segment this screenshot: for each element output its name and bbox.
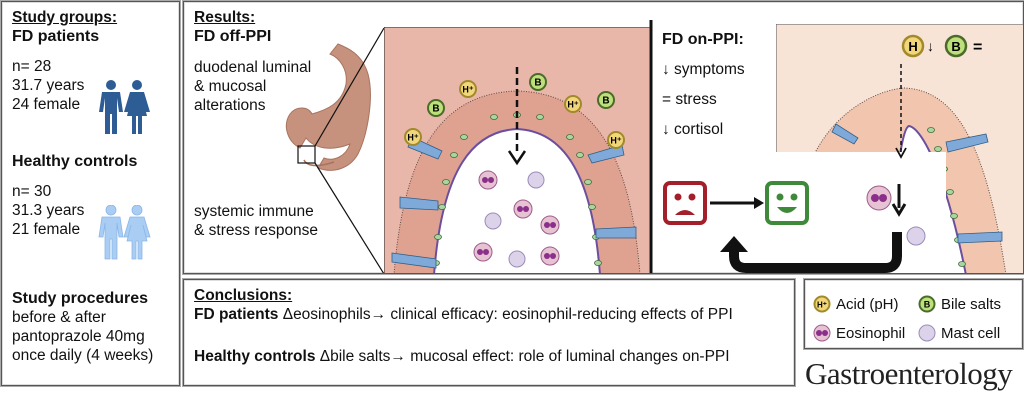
svg-text:B: B xyxy=(951,39,960,54)
legend-eosinophil: Eosinophil xyxy=(813,324,905,342)
symptom-feedback xyxy=(663,181,926,273)
svg-text:H⁺: H⁺ xyxy=(567,100,578,110)
study-groups-panel: Study groups: FD patients n= 28 31.7 yea… xyxy=(1,1,180,386)
hc-people-icon xyxy=(98,205,151,260)
healthy-controls-title: Healthy controls xyxy=(12,153,138,170)
legend-acid: H⁺ Acid (pH) xyxy=(813,295,899,313)
sad-face-icon xyxy=(663,181,707,225)
conclusion-group: FD patients xyxy=(194,306,279,323)
svg-text:H⁺: H⁺ xyxy=(407,133,418,143)
procedure-line: before & after xyxy=(12,309,106,326)
conclusions-heading: Conclusions: xyxy=(194,287,293,304)
procedure-line: once daily (4 weeks) xyxy=(12,347,154,364)
svg-text:H⁺: H⁺ xyxy=(817,301,827,310)
fd-off-ppi-title: FD off-PPI xyxy=(194,28,272,45)
svg-text:H⁺: H⁺ xyxy=(610,136,621,146)
legend-bile: B Bile salts xyxy=(918,295,1001,313)
off-text: alterations xyxy=(194,97,266,114)
luminal-particles: H⁺ H⁺ H⁺ H⁺ B B B xyxy=(404,73,625,149)
villus-on-ppi: H ↓ B = xyxy=(776,24,1023,273)
mast-cell-icon xyxy=(918,324,936,342)
fd-female: 24 female xyxy=(12,96,81,113)
acid-icon: H⁺ xyxy=(813,295,831,313)
hc-age: 31.3 years xyxy=(12,202,85,219)
conclusion-row: FD patients Δeosinophils→ clinical effic… xyxy=(194,305,733,324)
off-text: duodenal luminal xyxy=(194,59,312,76)
cells xyxy=(473,170,560,268)
fd-age: 31.7 years xyxy=(12,77,85,94)
study-procedures-title: Study procedures xyxy=(12,290,149,307)
off-text: & mucosal xyxy=(194,78,267,95)
svg-text:B: B xyxy=(602,96,609,107)
legend-mast-cell: Mast cell xyxy=(918,324,1000,342)
fd-n: n= 28 xyxy=(12,58,52,75)
results-heading: Results: xyxy=(194,9,256,26)
procedure-line: pantoprazole 40mg xyxy=(12,328,145,345)
on-ppi-line: = stress xyxy=(662,91,717,108)
off-text: systemic immune xyxy=(194,203,314,220)
happy-face-icon xyxy=(765,181,809,225)
hc-n: n= 30 xyxy=(12,183,52,200)
eosinophil-icon xyxy=(866,185,892,211)
fd-people-icon xyxy=(99,80,150,134)
bile-icon: B xyxy=(918,295,936,313)
conclusions-panel: Conclusions: FD patients Δeosinophils→ c… xyxy=(183,279,795,386)
svg-text:B: B xyxy=(432,104,439,115)
zoom-lines xyxy=(314,20,653,273)
fd-patients-title: FD patients xyxy=(12,28,100,45)
fd-on-ppi-title: FD on-PPI: xyxy=(662,31,744,48)
study-groups-heading: Study groups: xyxy=(12,9,118,26)
on-acid-change: ↓ xyxy=(927,38,934,54)
off-text: & stress response xyxy=(194,222,319,239)
conclusion-text: Δeosinophils→ clinical efficacy: eosinop… xyxy=(278,306,733,323)
eosinophil-icon xyxy=(813,324,831,342)
svg-text:B: B xyxy=(534,78,541,89)
conclusion-text: Δbile salts→ mucosal effect: role of lum… xyxy=(315,348,730,365)
villus-off-ppi: H⁺ H⁺ H⁺ H⁺ B B B xyxy=(384,27,650,273)
journal-logo: Gastroenterology xyxy=(805,356,1013,391)
conclusion-group: Healthy controls xyxy=(194,348,316,365)
results-panel: Results: FD off-PPI duodenal luminal & m… xyxy=(183,1,1024,274)
on-acid-symbol: H xyxy=(908,39,917,54)
svg-text:H⁺: H⁺ xyxy=(462,85,473,95)
hc-female: 21 female xyxy=(12,221,81,238)
on-bile-change: = xyxy=(973,39,982,56)
on-ppi-line: ↓ cortisol xyxy=(662,121,724,138)
on-ppi-line: ↓ symptoms xyxy=(662,61,745,78)
conclusion-row: Healthy controls Δbile salts→ mucosal ef… xyxy=(194,347,730,366)
stomach-illustration xyxy=(285,43,371,171)
legend-panel: H⁺ Acid (pH) B Bile salts Eosinophil Mas… xyxy=(804,279,1023,349)
mast-cell-icon xyxy=(906,226,926,246)
svg-text:B: B xyxy=(924,300,931,310)
